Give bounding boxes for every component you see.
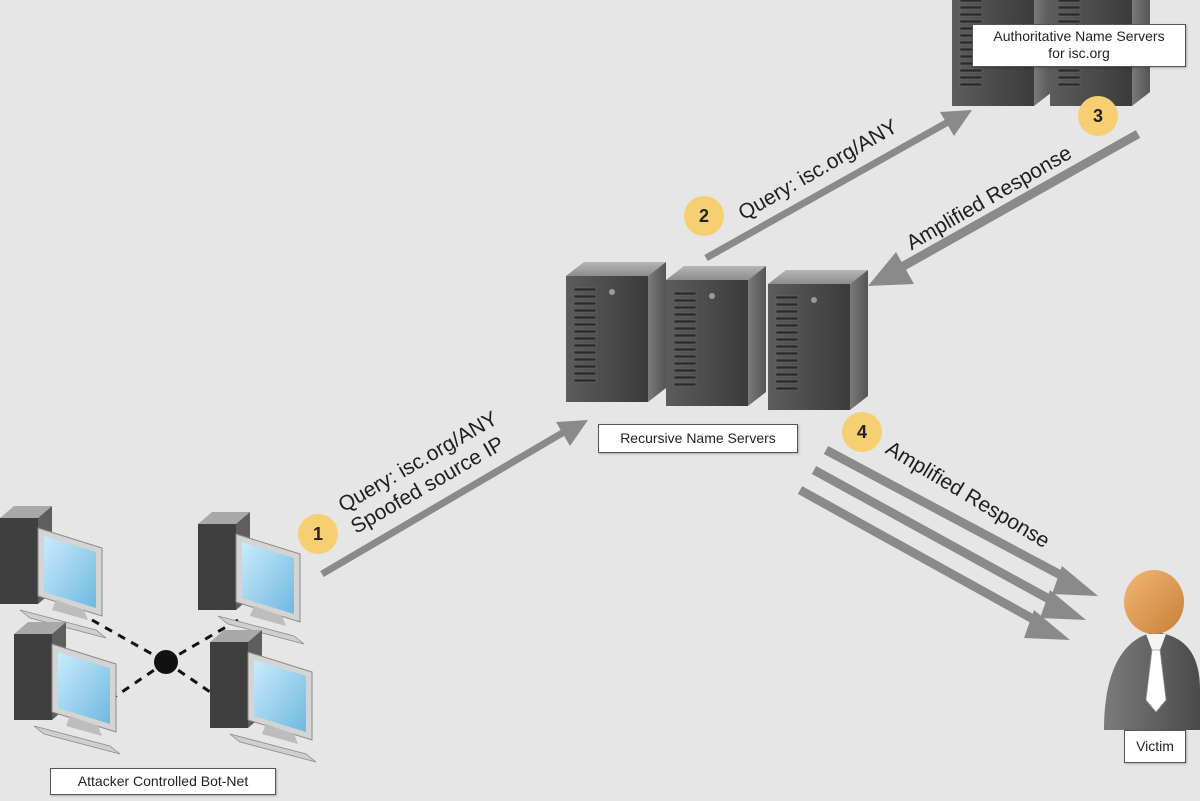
server-icon [665,265,767,407]
computer-icon [13,621,121,755]
computer-icon [0,505,107,639]
arrow-step-1 [320,420,588,578]
arrow-step-4 [797,446,1098,640]
server-icon [565,261,667,403]
botnet-label: Attacker Controlled Bot-Net [50,768,276,795]
server-icon [767,269,869,411]
computer-icon [197,511,305,645]
botnet-links [91,618,239,702]
step-badge-4: 4 [842,412,882,452]
victim-label: Victim [1124,730,1186,763]
arrow-step-2 [704,110,972,262]
botnet [0,505,317,763]
person-icon [1104,570,1200,730]
step-badge-3: 3 [1078,96,1118,136]
step-badge-2: 2 [684,196,724,236]
recursive-servers-label: Recursive Name Servers [598,424,798,453]
authoritative-servers-label: Authoritative Name Servers for isc.org [972,24,1186,67]
network-hub-icon [154,650,178,674]
step-badge-1: 1 [298,514,338,554]
recursive-servers [565,261,869,411]
computer-icon [209,629,317,763]
arrow-step-3 [868,130,1141,286]
